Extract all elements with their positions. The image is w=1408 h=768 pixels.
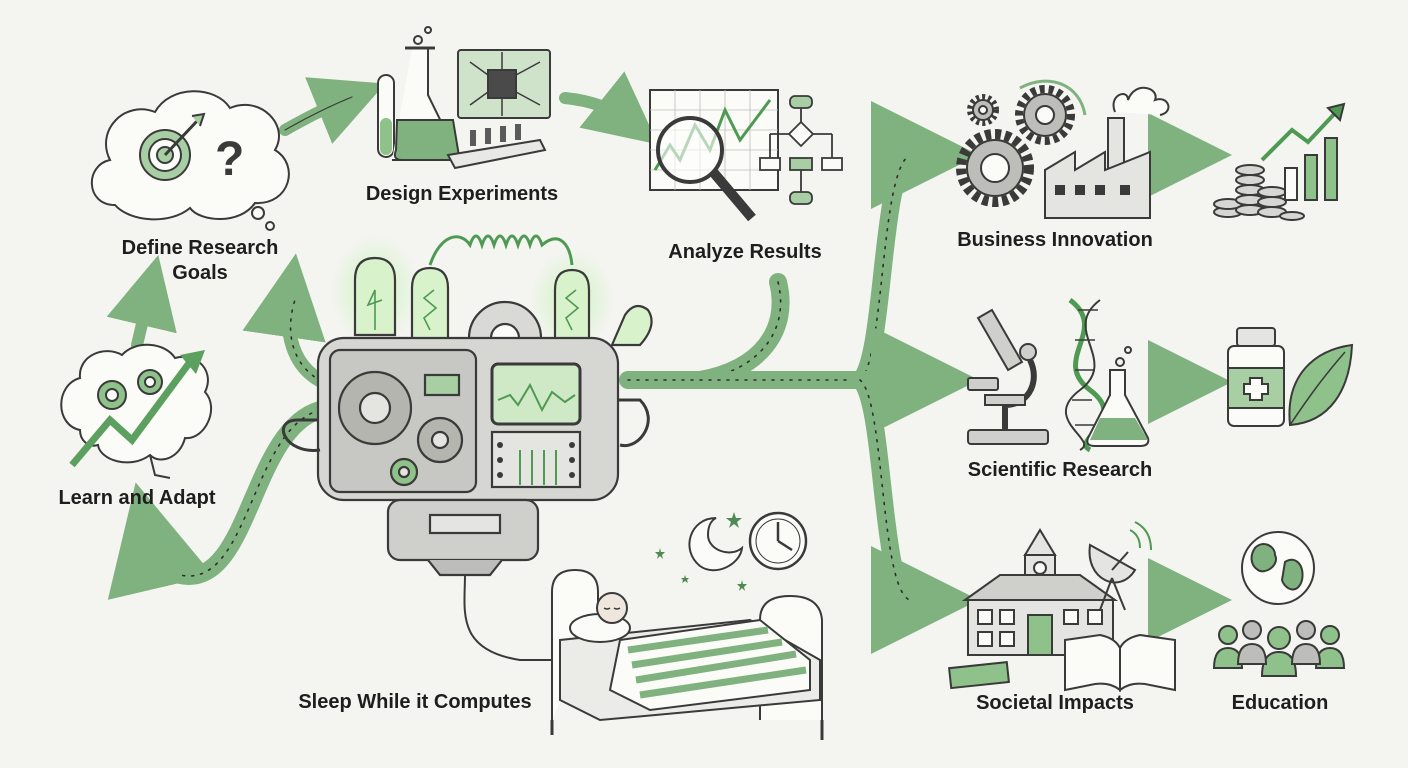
arrow-learn-to-goals — [106, 254, 177, 351]
moon-stars-icon — [655, 512, 747, 591]
satellite-dish-icon — [1088, 521, 1152, 611]
label-define-research-goals: Define Research Goals — [121, 237, 279, 284]
workflow-arrows — [106, 71, 1232, 654]
people-group-icon — [1212, 620, 1346, 677]
microscope-icon — [967, 308, 1049, 445]
arrow-trunk-to-societal — [851, 371, 979, 654]
lab-flask-icon — [377, 26, 460, 161]
label-design-experiments: Design Experiments — [365, 183, 559, 205]
gears-icon — [956, 79, 1087, 207]
clock-icon — [748, 511, 808, 571]
compute-machine-icon — [281, 234, 653, 661]
arrow-trunk-to-business — [851, 101, 979, 389]
globe-icon — [1241, 531, 1315, 605]
label-business-innovation: Business Innovation — [957, 229, 1153, 251]
coins-growth-chart-icon — [1213, 102, 1346, 221]
lab-flask-icon — [1086, 346, 1150, 447]
flowchart-icon — [759, 95, 843, 205]
medicine-bottle-icon — [1227, 327, 1285, 427]
label-sleep-while-computes: Sleep While it Computes — [298, 691, 532, 713]
brain-gears-icon — [60, 343, 212, 479]
thought-cloud-target-icon — [90, 90, 290, 231]
arrow-design-to-analyze — [559, 71, 659, 145]
factory-icon — [1044, 87, 1170, 219]
sleeping-person-bed-icon — [550, 568, 824, 740]
arrow-machine-to-learn — [107, 401, 329, 600]
label-education: Education — [1231, 692, 1329, 714]
label-learn-and-adapt: Learn and Adapt — [58, 487, 216, 509]
question-mark-glyph: ? — [215, 133, 244, 186]
leaf-icon — [1288, 343, 1354, 427]
label-analyze-results: Analyze Results — [668, 241, 822, 263]
label-societal-impacts: Societal Impacts — [976, 692, 1134, 714]
open-book-icon — [948, 633, 1176, 693]
circuit-board-icon — [446, 49, 551, 170]
label-scientific-research: Scientific Research — [967, 459, 1153, 481]
chart-magnifier-icon — [649, 89, 779, 222]
arrow-analyze-to-trunk — [691, 273, 790, 389]
